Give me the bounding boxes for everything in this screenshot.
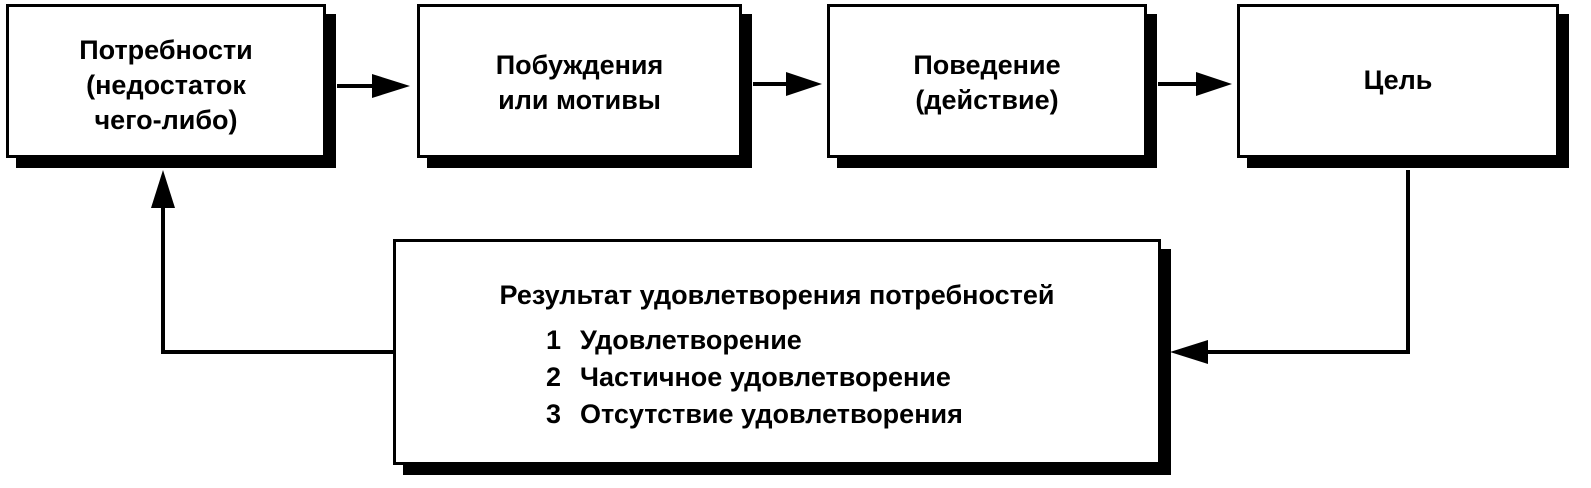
node-behavior-line-1: Поведение: [913, 50, 1061, 80]
node-goal: Цель: [1237, 4, 1559, 158]
arrowhead-goal-to-result: [1170, 340, 1208, 364]
result-item-text: Отсутствие удовлетворения: [580, 399, 963, 429]
result-title: Результат удовлетворения потребностей: [499, 280, 1055, 310]
node-goal-line-1: Цель: [1363, 65, 1433, 95]
arrowhead-motives-to-behavior: [786, 72, 822, 96]
result-list: 1 Удовлетворение 2 Частичное удовлетворени…: [546, 322, 963, 433]
result-item-number: 3: [546, 399, 562, 429]
arrow-result-to-needs: [161, 208, 393, 354]
result-item-text: Удовлетворение: [580, 325, 802, 355]
node-needs: Потребности (недостаток чего-либо): [6, 4, 326, 158]
node-motives-line-2: или мотивы: [498, 85, 661, 115]
arrowhead-behavior-to-goal: [1196, 72, 1232, 96]
node-behavior: Поведение (действие): [827, 4, 1147, 158]
arrow-goal-to-result: [1208, 170, 1410, 354]
result-item: 2 Частичное удовлетворение: [546, 359, 963, 396]
result-item: 3 Отсутствие удовлетворения: [546, 396, 963, 433]
arrowhead-result-to-needs: [151, 170, 175, 208]
node-needs-line-2: (недостаток: [86, 70, 246, 100]
result-item-text: Частичное удовлетворение: [580, 362, 951, 392]
node-needs-line-3: чего-либо): [94, 105, 238, 135]
result-item-number: 1: [546, 325, 562, 355]
result-item-number: 2: [546, 362, 562, 392]
node-needs-line-1: Потребности: [79, 35, 253, 65]
node-behavior-line-2: (действие): [915, 85, 1059, 115]
node-motives: Побуждения или мотивы: [417, 4, 742, 158]
node-motives-line-1: Побуждения: [495, 50, 664, 80]
arrowhead-needs-to-motives: [372, 74, 410, 98]
result-item: 1 Удовлетворение: [546, 322, 963, 359]
